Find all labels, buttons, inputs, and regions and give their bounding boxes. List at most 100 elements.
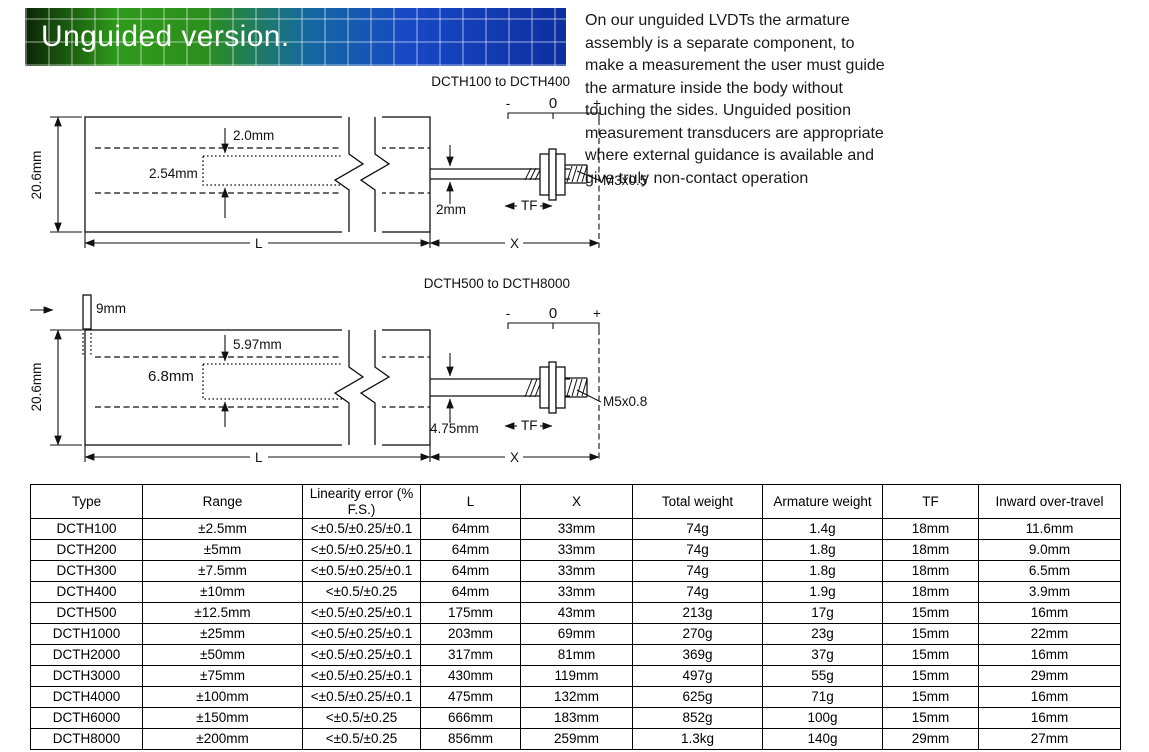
table-cell: 15mm xyxy=(882,686,979,708)
table-cell: 33mm xyxy=(520,518,633,540)
table-cell: ±200mm xyxy=(142,728,303,750)
bore-dia-label: 6.8mm xyxy=(148,368,194,385)
l-label: L xyxy=(255,450,263,465)
table-cell: 317mm xyxy=(420,644,521,666)
table-cell: 666mm xyxy=(420,707,521,729)
table-cell: ±100mm xyxy=(142,686,303,708)
pin-label: 9mm xyxy=(96,301,126,316)
body-outline-large xyxy=(84,329,431,446)
table-cell: ±5mm xyxy=(142,539,303,561)
table-cell: 183mm xyxy=(520,707,633,729)
table-cell: 3.9mm xyxy=(978,581,1121,603)
column-header: L xyxy=(420,484,521,519)
height-label: 20.6mm xyxy=(29,363,44,412)
table-cell: 140g xyxy=(762,728,883,750)
page-title: Unguided version. xyxy=(41,20,290,53)
table-cell: DCTH200 xyxy=(30,539,143,561)
table-cell: 16mm xyxy=(978,686,1121,708)
break-zigzag xyxy=(333,330,391,445)
column-header: Inward over-travel xyxy=(978,484,1121,519)
table-cell: 27mm xyxy=(978,728,1121,750)
table-cell: 64mm xyxy=(420,560,521,582)
table-cell: <±0.5/±0.25/±0.1 xyxy=(302,686,421,708)
table-cell: 33mm xyxy=(520,581,633,603)
armature-outline-large xyxy=(202,363,356,400)
armature-dia-label: 2.0mm xyxy=(233,128,274,143)
height-label: 20.6mm xyxy=(29,151,44,200)
table-cell: 16mm xyxy=(978,644,1121,666)
table-cell: <±0.5/±0.25 xyxy=(302,581,421,603)
column-header: Linearity error (% F.S.) xyxy=(302,484,421,519)
table-cell: 23g xyxy=(762,623,883,645)
table-cell: 29mm xyxy=(882,728,979,750)
rod-dia-label: 4.75mm xyxy=(430,421,479,436)
table-cell: <±0.5/±0.25/±0.1 xyxy=(302,665,421,687)
table-cell: 1.8g xyxy=(762,560,883,582)
table-cell: 9.0mm xyxy=(978,539,1121,561)
table-cell: 15mm xyxy=(882,602,979,624)
scale-zero: 0 xyxy=(549,305,557,322)
table-cell: 22mm xyxy=(978,623,1121,645)
table-cell: ±2.5mm xyxy=(142,518,303,540)
table-cell: 43mm xyxy=(520,602,633,624)
table-cell: DCTH100 xyxy=(30,518,143,540)
table-cell: 18mm xyxy=(882,560,979,582)
thread-label: M3x0.5 xyxy=(603,173,647,188)
table-cell: 497g xyxy=(632,665,763,687)
diagram-large: 9mm 20.6mm 5.97mm 6.8mm 4.75mm TF M5x0.8… xyxy=(29,294,647,465)
table-cell: 74g xyxy=(632,518,763,540)
nut-assembly-large xyxy=(539,361,588,414)
table-cell: <±0.5/±0.25/±0.1 xyxy=(302,644,421,666)
table-cell: <±0.5/±0.25/±0.1 xyxy=(302,623,421,645)
table-cell: 74g xyxy=(632,539,763,561)
tf-label: TF xyxy=(521,198,538,213)
table-cell: DCTH300 xyxy=(30,560,143,582)
table-cell: ±12.5mm xyxy=(142,602,303,624)
table-cell: DCTH400 xyxy=(30,581,143,603)
table-cell: <±0.5/±0.25/±0.1 xyxy=(302,560,421,582)
table-cell: 18mm xyxy=(882,539,979,561)
x-label: X xyxy=(510,450,519,465)
armature-dia-label: 5.97mm xyxy=(233,337,282,352)
scale-plus: + xyxy=(593,306,601,321)
x-label: X xyxy=(510,236,519,251)
armature-outline-small xyxy=(202,155,356,186)
table-cell: 15mm xyxy=(882,623,979,645)
scale-plus: + xyxy=(593,96,601,111)
break-mask xyxy=(342,115,382,234)
table-cell: 1.8g xyxy=(762,539,883,561)
table-cell: 81mm xyxy=(520,644,633,666)
table-cell: 16mm xyxy=(978,707,1121,729)
thread-leader-line xyxy=(576,170,602,182)
table-cell: 430mm xyxy=(420,665,521,687)
tf-label: TF xyxy=(521,418,538,433)
diagram-small-title: DCTH100 to DCTH400 xyxy=(431,74,570,89)
diagram-small: 20.6mm 2.0mm 2.54mm 2mm TF M3x0.5 L X - … xyxy=(29,95,647,251)
column-header: Range xyxy=(142,484,303,519)
table-cell: 1.3kg xyxy=(632,728,763,750)
column-header: X xyxy=(520,484,633,519)
column-header: Type xyxy=(30,484,143,519)
table-cell: ±25mm xyxy=(142,623,303,645)
table-cell: ±150mm xyxy=(142,707,303,729)
body-outline-small xyxy=(84,116,431,233)
table-cell: 15mm xyxy=(882,665,979,687)
table-cell: 6.5mm xyxy=(978,560,1121,582)
scale-zero: 0 xyxy=(549,95,557,112)
table-cell: 16mm xyxy=(978,602,1121,624)
table-cell: DCTH6000 xyxy=(30,707,143,729)
table-cell: <±0.5/±0.25/±0.1 xyxy=(302,518,421,540)
table-cell: ±75mm xyxy=(142,665,303,687)
intro-text: On our unguided LVDTs the armature assem… xyxy=(585,12,885,187)
rod-dia-label: 2mm xyxy=(436,202,466,217)
table-cell: 71g xyxy=(762,686,883,708)
table-cell: <±0.5/±0.25/±0.1 xyxy=(302,539,421,561)
table-cell: 213g xyxy=(632,602,763,624)
table-cell: 18mm xyxy=(882,581,979,603)
